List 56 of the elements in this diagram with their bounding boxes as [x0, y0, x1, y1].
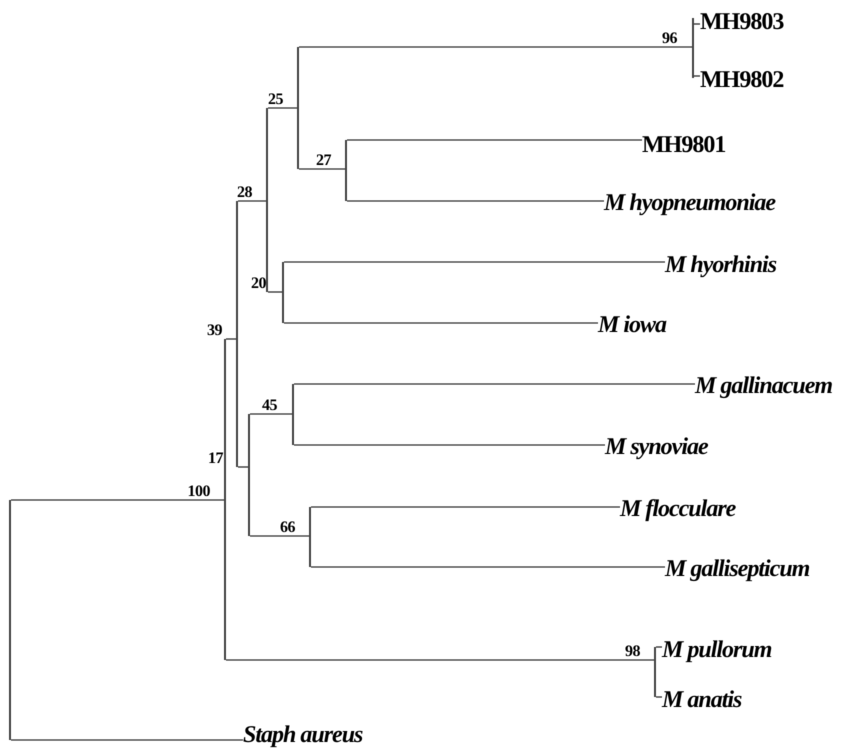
bootstrap-value: 25	[268, 92, 283, 108]
tree-branch	[311, 506, 620, 508]
tree-node-line	[236, 201, 238, 467]
tree-node-line	[224, 339, 226, 660]
tree-branch	[226, 659, 654, 661]
tree-branch	[11, 499, 224, 501]
species-label: M flocculare	[620, 494, 736, 524]
species-label: M gallinacuem	[695, 371, 832, 401]
tree-node-line	[248, 414, 250, 536]
tree-branch	[299, 168, 345, 170]
bootstrap-value: 17	[208, 451, 223, 467]
bootstrap-value: 100	[188, 484, 210, 500]
tree-branch	[238, 466, 248, 468]
tree-node-line	[282, 262, 284, 323]
tree-node-line	[292, 384, 294, 445]
tree-node-line	[297, 47, 299, 169]
tree-branch	[250, 413, 292, 415]
tree-branch	[238, 200, 266, 202]
tree-branch	[294, 444, 605, 446]
tree-branch	[250, 535, 309, 537]
species-label: M anatis	[662, 685, 742, 715]
species-label: M pullorum	[662, 635, 772, 665]
species-label: M hyopneumoniae	[604, 188, 776, 218]
tree-branch	[347, 200, 604, 202]
tree-node-line	[345, 140, 347, 201]
tree-branch	[226, 338, 236, 340]
tree-branch	[268, 291, 282, 293]
bootstrap-value: 20	[251, 276, 266, 292]
tree-node-line	[266, 108, 268, 292]
species-label: M synoviae	[605, 432, 708, 462]
tree-branch	[311, 566, 665, 568]
bootstrap-value: 39	[207, 323, 222, 339]
bootstrap-value: 45	[262, 398, 277, 414]
bootstrap-value: 96	[662, 31, 677, 47]
tree-branch	[268, 107, 297, 109]
tree-branch	[284, 322, 598, 324]
tree-node-line	[309, 507, 311, 567]
species-label: M hyorhinis	[665, 250, 776, 280]
strain-label: MH9803	[700, 7, 784, 37]
strain-label: MH9802	[700, 65, 784, 95]
bootstrap-value: 27	[316, 153, 331, 169]
tree-branch	[347, 139, 642, 141]
tree-branch	[11, 739, 243, 741]
tree-branch	[284, 261, 665, 263]
tree-branch	[299, 46, 692, 48]
strain-label: MH9801	[642, 130, 726, 160]
species-label: Staph aureus	[243, 720, 362, 750]
species-label: M gallisepticum	[665, 554, 810, 584]
tree-node-line	[692, 18, 694, 78]
bootstrap-value: 28	[237, 185, 252, 201]
species-label: M iowa	[598, 310, 666, 340]
tree-node-line	[654, 647, 656, 697]
tree-branch	[294, 383, 695, 385]
bootstrap-value: 98	[625, 644, 640, 660]
bootstrap-value: 66	[280, 520, 295, 536]
tree-node-line	[9, 500, 11, 740]
